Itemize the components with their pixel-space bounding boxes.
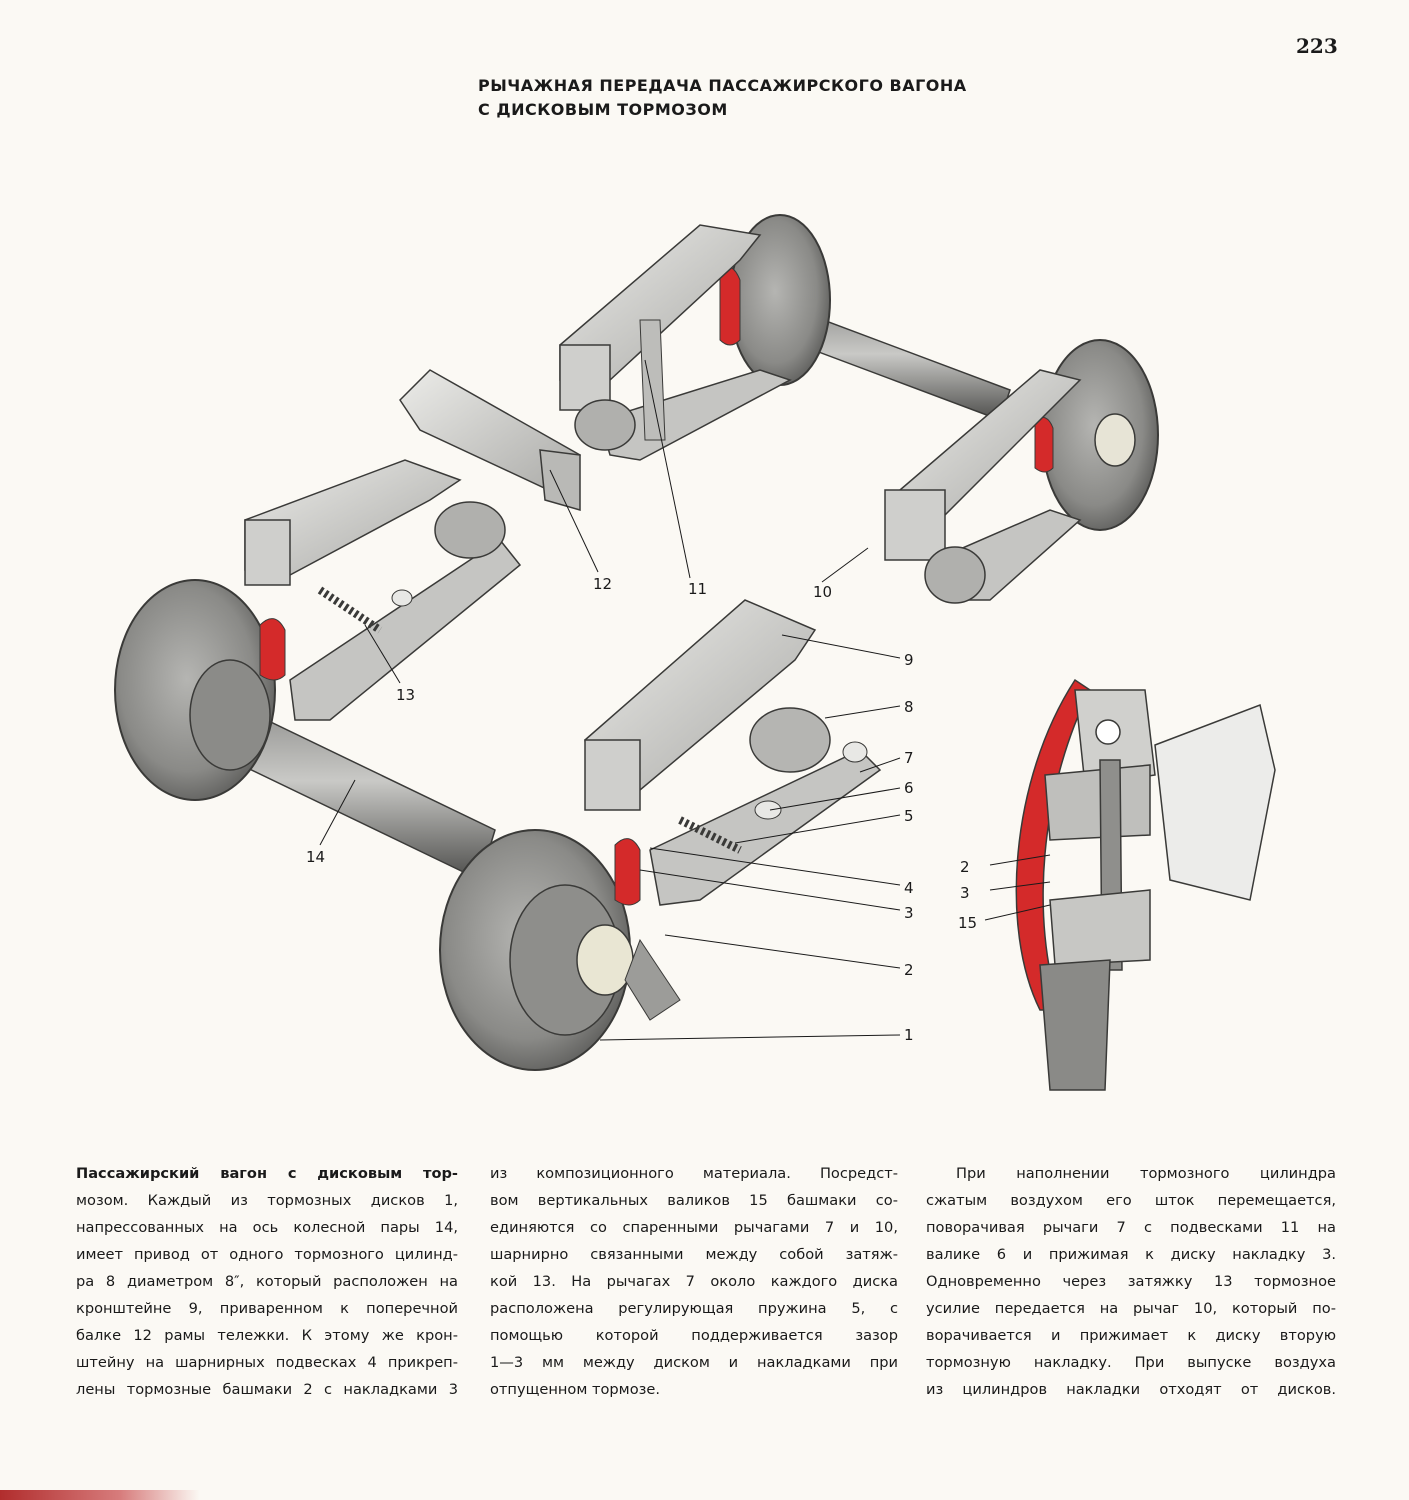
callout-4: 4	[904, 879, 914, 897]
col1-line: кронштейне 9, приваренном к поперечной	[76, 1300, 458, 1317]
callout-1: 1	[904, 1026, 914, 1044]
callout-2: 2	[904, 961, 914, 979]
page-edge-decoration	[0, 1490, 200, 1500]
callout-7: 7	[904, 749, 914, 767]
col1-line: имеет привод от одного тормозного цилинд…	[76, 1246, 458, 1263]
col3-line: При наполнении тормозного цилиндра	[956, 1165, 1336, 1182]
callout-12: 12	[593, 575, 612, 593]
col1-line: лены тормозные башмаки 2 с накладками 3	[76, 1381, 458, 1398]
callout-13: 13	[396, 686, 415, 704]
col3-line: Одновременно через затяжку 13 тормозное	[926, 1273, 1336, 1290]
title-line-1: РЫЧАЖНАЯ ПЕРЕДАЧА ПАССАЖИРСКОГО ВАГОНА	[478, 76, 967, 95]
col3-line: усилие передается на рычаг 10, который п…	[926, 1300, 1336, 1317]
col1-line: ра 8 диаметром 8″, который расположен на	[76, 1273, 458, 1290]
left-front-bracket	[244, 459, 522, 721]
callout-11: 11	[688, 580, 707, 598]
callout-8: 8	[904, 698, 914, 716]
col2-line: помощью которой поддерживается зазор	[490, 1327, 898, 1344]
front-wheelset	[114, 579, 641, 1071]
col1-line: Пассажирский вагон с дисковым тор-	[76, 1165, 458, 1182]
col2-line: из композиционного материала. Посредст-	[490, 1165, 898, 1182]
callout-9: 9	[904, 651, 914, 669]
col2-line: расположена регулирующая пружина 5, с	[490, 1300, 898, 1317]
col2-line: отпущенном тормозе.	[490, 1381, 661, 1398]
col3-line: поворачивая рычаги 7 с подвесками 11 на	[926, 1219, 1336, 1236]
page-title: РЫЧАЖНАЯ ПЕРЕДАЧА ПАССАЖИРСКОГО ВАГОНА С…	[478, 74, 1078, 122]
col2-line: 1—3 мм между диском и накладками при	[490, 1354, 898, 1371]
page-number: 223	[1296, 34, 1338, 58]
col1-line: мозом. Каждый из тормозных дисков 1,	[76, 1192, 458, 1209]
inset-callout-3: 3	[960, 884, 970, 902]
callout-6: 6	[904, 779, 914, 797]
front-right-bracket	[584, 599, 882, 1021]
text-column-3: При наполнении тормозного цилиндра сжаты…	[926, 1160, 1336, 1403]
col3-line: из цилиндров накладки отходят от дисков.	[926, 1381, 1336, 1398]
rear-frame-bracket	[559, 224, 1082, 604]
col3-line: сжатым воздухом его шток перемещается,	[926, 1192, 1336, 1209]
text-column-1: Пассажирский вагон с дисковым тор- мозом…	[76, 1160, 458, 1403]
col1-line: штейну на шарнирных подвесках 4 прикреп-	[76, 1354, 458, 1371]
inset-detail	[1015, 678, 1276, 1091]
brake-rigging-illustration: 12 11 10 9 8 7 6 5 4 3 2 1 13 14 2 3 15	[114, 214, 1276, 1091]
callout-14: 14	[306, 848, 325, 866]
title-line-2: С ДИСКОВЫМ ТОРМОЗОМ	[478, 100, 728, 119]
col2-line: кой 13. На рычагах 7 около каждого диска	[490, 1273, 898, 1290]
col3-line: валике 6 и прижимая к диску накладку 3.	[926, 1246, 1336, 1263]
col1-line: напрессованных на ось колесной пары 14,	[76, 1219, 458, 1236]
callout-3: 3	[904, 904, 914, 922]
col1-line: балке 12 рамы тележки. К этому же крон-	[76, 1327, 458, 1344]
callout-5: 5	[904, 807, 914, 825]
col2-line: шарнирно связанными между собой затяж-	[490, 1246, 898, 1263]
col3-line: ворачивается и прижимает к диску вторую	[926, 1327, 1336, 1344]
text-column-2: из композиционного материала. Посредст- …	[490, 1160, 898, 1403]
col2-line: единяются со спаренными рычагами 7 и 10,	[490, 1219, 898, 1236]
callout-10: 10	[813, 583, 832, 601]
col2-line: вом вертикальных валиков 15 башмаки со-	[490, 1192, 898, 1209]
callout-leaders	[319, 359, 1051, 1041]
cross-beam	[399, 369, 581, 511]
inset-callout-2: 2	[960, 858, 970, 876]
col3-line: тормозную накладку. При выпуске воздуха	[926, 1354, 1336, 1371]
inset-callout-15: 15	[958, 914, 977, 932]
